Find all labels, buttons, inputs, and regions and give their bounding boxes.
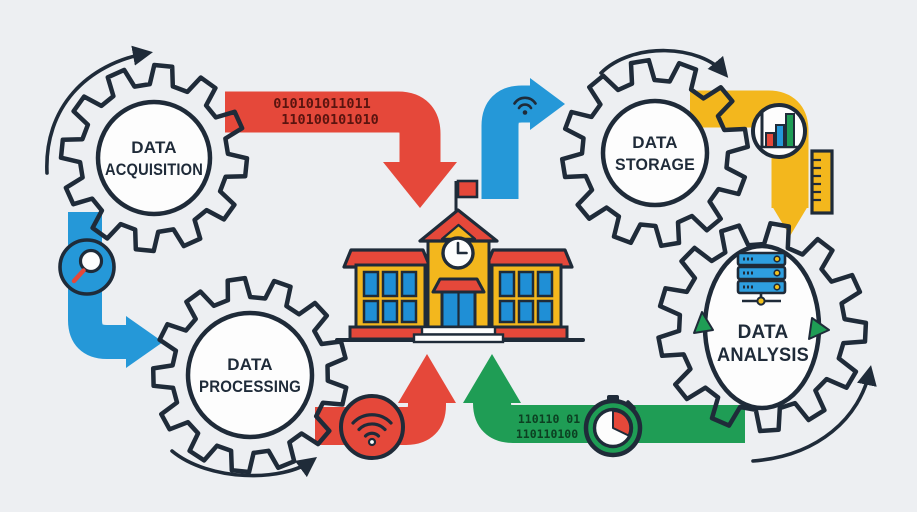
cycle-arrows-icon (693, 311, 830, 340)
arrowhead (772, 206, 808, 236)
arrowhead (463, 354, 521, 403)
gear-body (58, 62, 250, 254)
binary-label-line1: 010101011011 (273, 96, 371, 112)
awning (431, 277, 486, 294)
arrow-analysis-to-school: 110110 01 110110100 (463, 354, 745, 443)
server-stack-icon (736, 251, 787, 306)
gear-body (150, 275, 349, 475)
arrow-school-to-storage (481, 78, 565, 199)
arrowhead (530, 78, 565, 130)
gear-label-line2: STORAGE (615, 155, 695, 174)
gear-label-line1: DATA (227, 355, 273, 374)
magnifier-icon (58, 238, 116, 296)
gear-data-acquisition: DATA ACQUISITION (58, 62, 250, 254)
gear-data-processing: DATA PROCESSING (150, 275, 349, 475)
gear-data-storage: DATA STORAGE (559, 57, 751, 249)
gear-label-line1: DATA (131, 138, 177, 157)
binary-label-line1: 110110 01 (518, 412, 580, 426)
bar-chart-icon (751, 103, 807, 159)
curved-arrow-top-right (599, 48, 729, 78)
arrowhead (398, 354, 456, 403)
curved-arrow-bottom-right (751, 365, 877, 463)
gear-label-line1: DATA (632, 133, 678, 152)
gear-label-line2: ACQUISITION (105, 160, 203, 179)
clock-icon (441, 236, 475, 270)
arrowhead (383, 162, 457, 208)
wifi-icon (513, 96, 537, 115)
school-building (335, 179, 585, 344)
gear-label-line2: ANALYSIS (717, 345, 809, 366)
gear-hub (185, 310, 315, 440)
gear-label-line2: PROCESSING (199, 377, 301, 396)
curved-arrow-icon (45, 45, 877, 478)
gear-hub (95, 99, 213, 217)
arrowhead (126, 316, 163, 368)
gear-body (656, 221, 869, 434)
gear-label-line1: DATA (738, 322, 789, 343)
wifi-icon (339, 394, 405, 460)
binary-label-line2: 110110100 (516, 427, 578, 441)
gear-hub (600, 98, 710, 208)
curved-arrow-bottom-left (170, 449, 318, 478)
ruler-icon (810, 149, 834, 215)
gear-data-analysis: DATA ANALYSIS (656, 221, 869, 434)
binary-label-line2: 110100101010 (281, 112, 379, 128)
curved-arrow-top-left (45, 45, 153, 175)
stopwatch-icon (583, 395, 643, 458)
gear-body (559, 57, 751, 249)
flag-icon (454, 179, 479, 212)
arrow-acquisition-to-school: 010101011011 110100101010 (225, 91, 457, 208)
arrow-acquisition-to-processing (68, 212, 163, 368)
windows (362, 270, 554, 324)
arrow-processing-to-school (315, 354, 456, 445)
step (412, 333, 505, 344)
